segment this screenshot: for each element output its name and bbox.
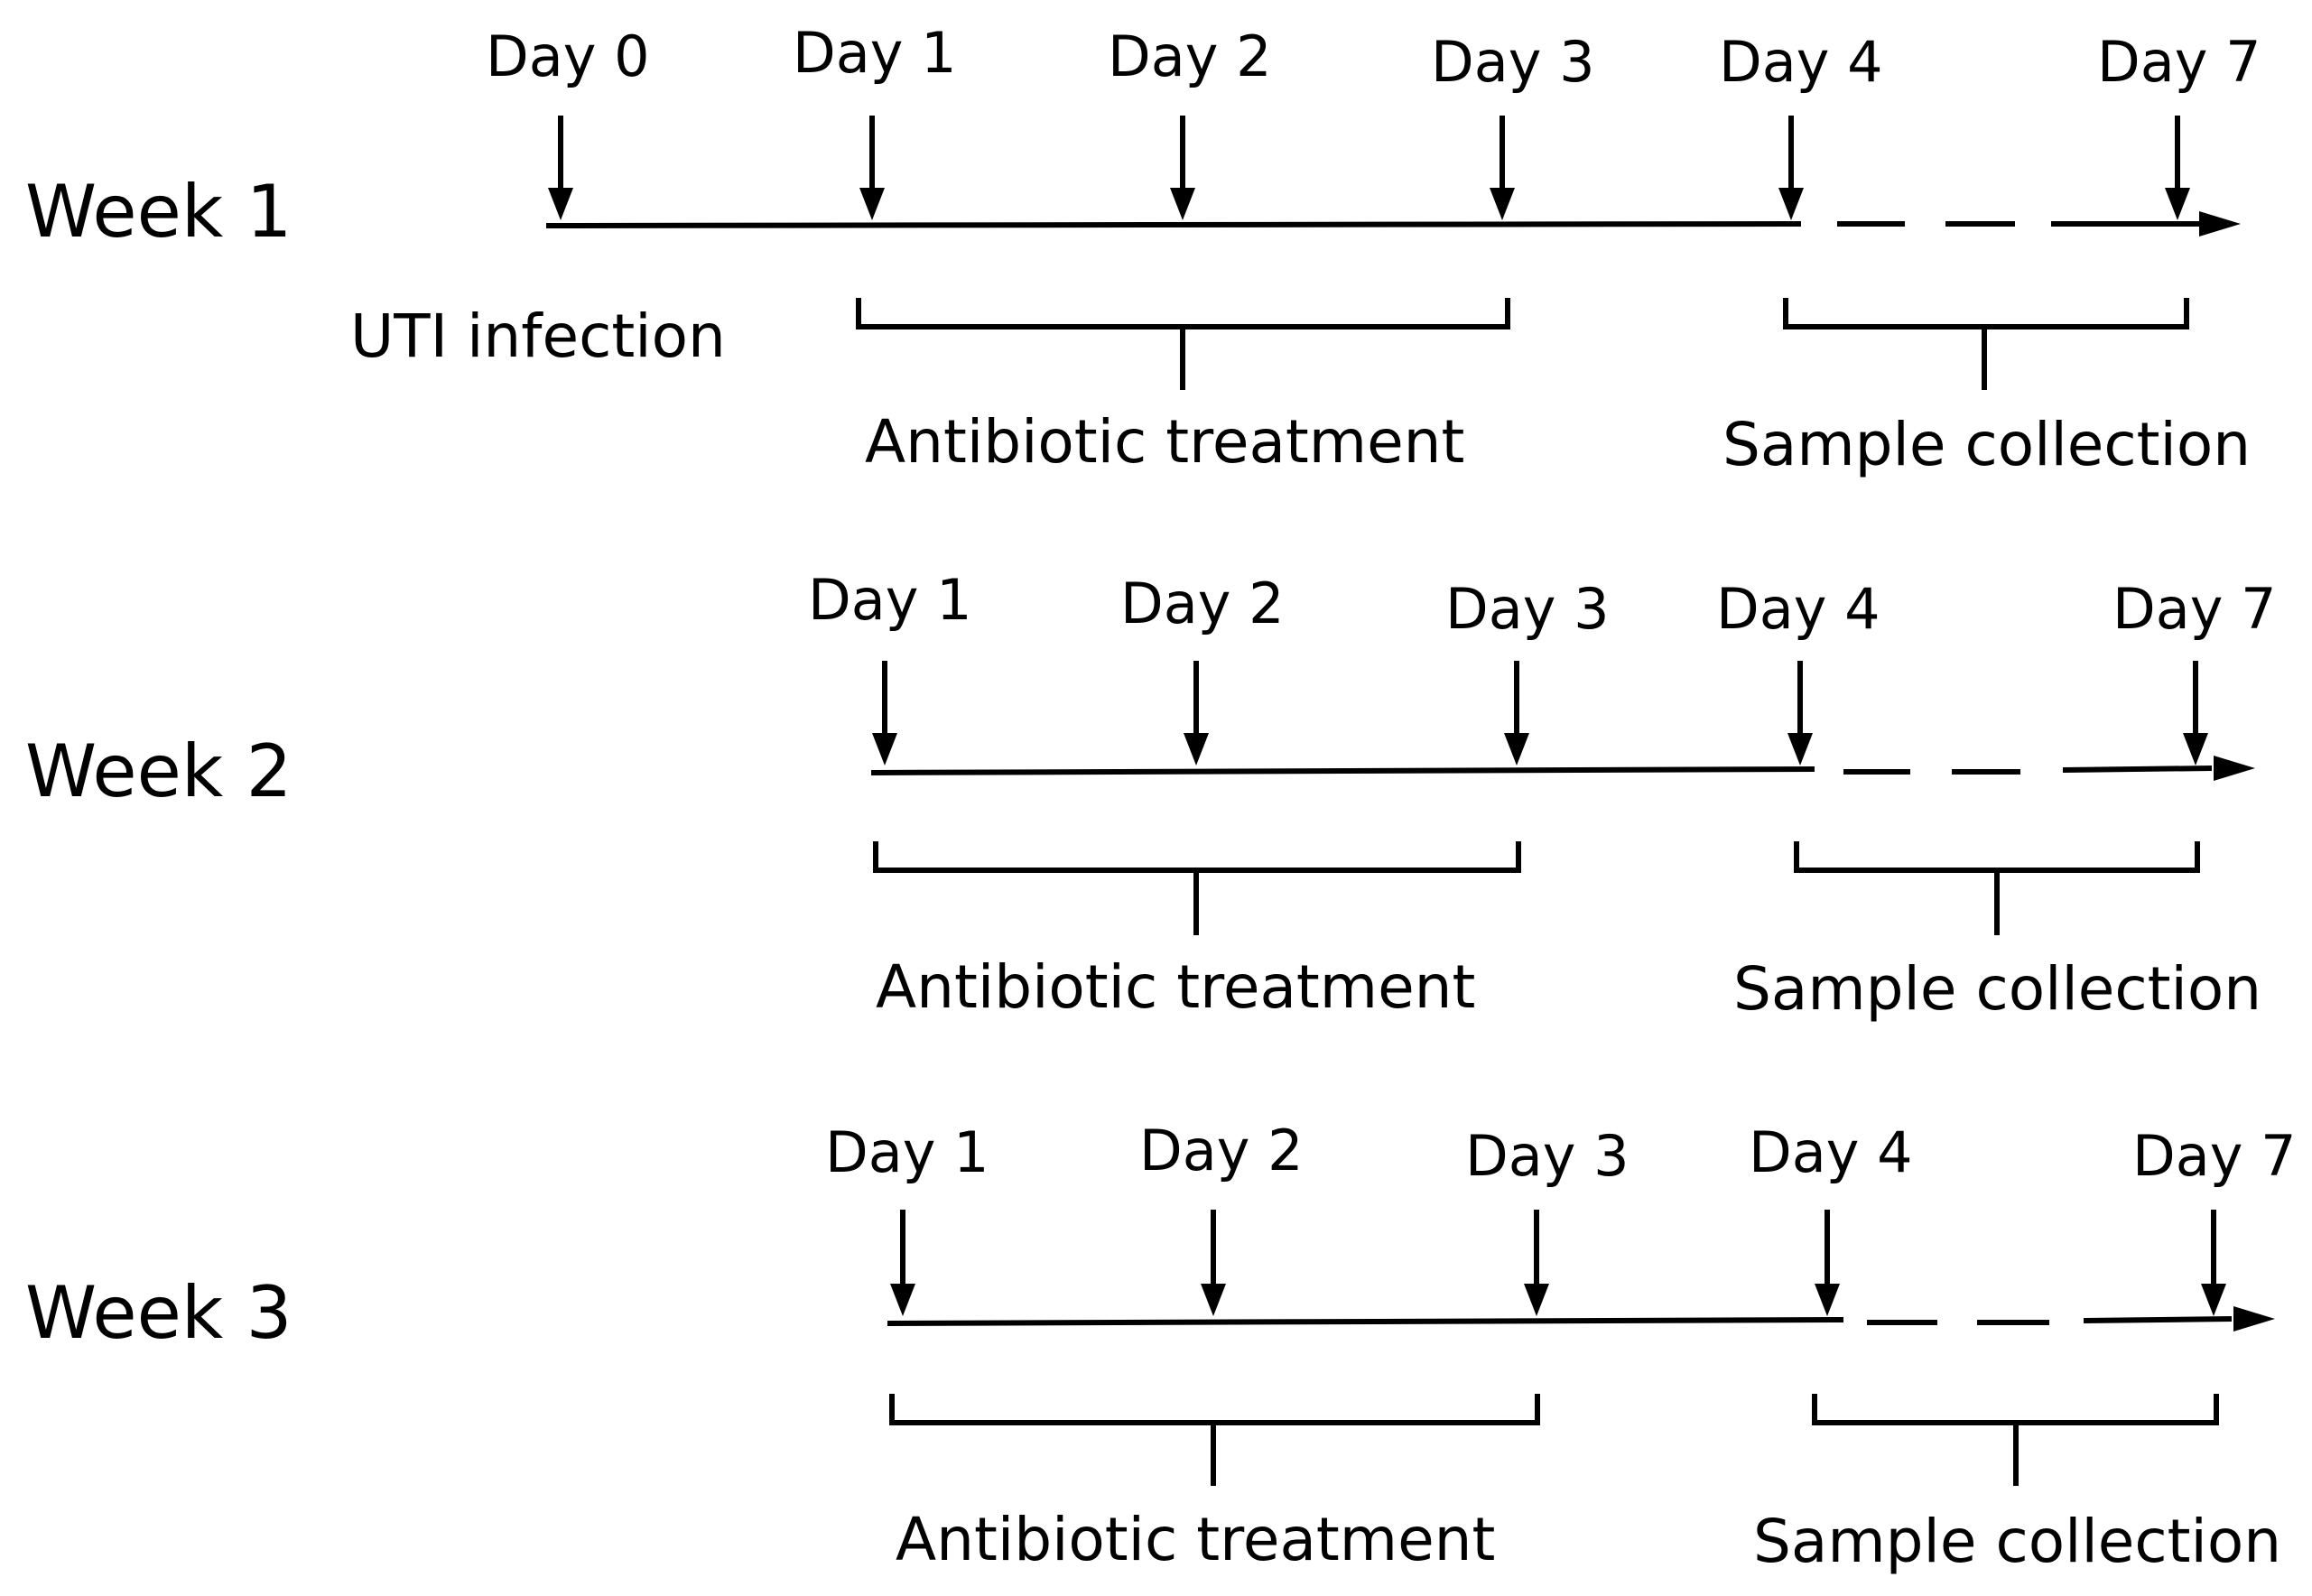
week-3-day-label: Day 2 [1139,1118,1304,1183]
week-3-timeline: Week 3 Day 1 Day 2 Day 3 Day 4 Day 7 Ant… [25,1118,2297,1576]
down-arrow-icon [1787,661,1813,766]
week-2-day-label: Day 1 [808,567,972,633]
week-1-day-label: Day 0 [486,23,650,89]
down-arrow-icon [2183,661,2208,766]
right-arrow-icon [2199,211,2241,237]
down-arrow-icon [1490,116,1515,220]
week-1-collection-label: Sample collection [1722,410,2251,479]
down-arrow-icon [1170,116,1195,220]
down-arrow-icon [1815,1210,1840,1316]
week-2-treatment-bracket [873,841,1521,935]
right-arrow-icon [2214,756,2255,781]
week-1-treatment-bracket [856,298,1510,390]
week-2-collection-label: Sample collection [1733,954,2261,1024]
week-2-day-label: Day 2 [1120,571,1285,636]
week-1-timeline: Week 1 Day 0 Day 1 Day 2 Day 3 Day 4 Day… [25,20,2261,479]
week-1-timeline-solid [545,221,1802,228]
week-2-timeline-solid [870,766,1815,775]
down-arrow-icon [859,116,885,220]
week-3-label: Week 3 [25,1271,292,1355]
week-2-timeline: Week 2 Day 1 Day 2 Day 3 Day 4 Day 7 Ant… [25,567,2277,1024]
week-1-day-label: Day 2 [1108,23,1272,89]
right-arrow-icon [2233,1306,2275,1332]
down-arrow-icon [548,116,573,220]
down-arrow-icon [1524,1210,1549,1316]
down-arrow-icon [1184,661,1209,766]
uti-infection-label: UTI infection [350,302,726,371]
week-2-day-label: Day 3 [1445,576,1610,642]
down-arrow-icon [872,661,897,766]
week-1-collection-bracket [1783,298,2189,390]
week-1-treatment-label: Antibiotic treatment [865,407,1464,477]
week-3-day-label: Day 4 [1749,1119,1913,1185]
week-3-treatment-bracket [889,1394,1540,1486]
week-1-day-label: Day 3 [1431,29,1595,95]
week-3-day-label: Day 1 [825,1119,989,1185]
week-3-day-label: Day 7 [2132,1123,2297,1189]
week-3-treatment-label: Antibiotic treatment [896,1505,1495,1574]
week-2-collection-bracket [1794,841,2200,935]
week-3-day-arrows [890,1210,2226,1316]
down-arrow-icon [2201,1210,2226,1316]
down-arrow-icon [1778,116,1804,220]
down-arrow-icon [1201,1210,1226,1316]
week-1-label: Week 1 [25,170,292,254]
down-arrow-icon [2165,116,2190,220]
week-1-day-label: Day 7 [2097,29,2261,95]
week-1-day-label: Day 1 [793,20,957,86]
week-3-collection-label: Sample collection [1753,1507,2281,1576]
week-3-collection-bracket [1812,1394,2219,1486]
week-2-day-arrows [872,661,2208,766]
week-2-day-label: Day 4 [1716,576,1880,642]
week-3-timeline-dashed [1867,1316,2233,1325]
week-2-day-label: Day 7 [2112,576,2277,642]
week-2-timeline-dashed [1843,766,2213,775]
down-arrow-icon [1504,661,1529,766]
week-1-day-label: Day 4 [1719,29,1883,95]
week-2-label: Week 2 [25,729,292,813]
down-arrow-icon [890,1210,915,1316]
week-2-treatment-label: Antibiotic treatment [876,952,1475,1022]
week-3-day-label: Day 3 [1465,1123,1630,1189]
week-1-day-arrows [548,116,2190,220]
week-3-timeline-solid [887,1317,1844,1326]
